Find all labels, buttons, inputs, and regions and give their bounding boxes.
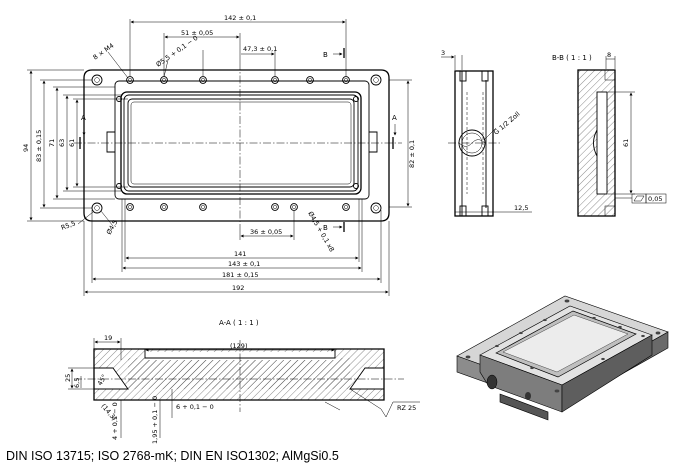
section-bb: B-B ( 1 : 1 ) 8 61 0,05 [552,51,667,217]
standards-footer: DIN ISO 13715; ISO 2768-mK; DIN EN ISO13… [6,449,339,463]
flatness-symbol [615,193,667,204]
section-a-label-right: A [392,114,397,122]
dim-142: 142 ± 0,1 [224,14,256,22]
dim-36: 36 ± 0,05 [250,228,282,236]
dim-25: 25 [64,374,72,382]
corner-hole [91,202,103,214]
thread-g-label: G 1/2 Zoll [492,110,522,137]
dim-1-95: 1,95 + 0,1 − 0 [151,396,159,444]
hole-dia-label: Ø5,5 + 0,1 − 0 [155,34,200,69]
flatness-value: 0,05 [648,195,662,203]
dim-6: 6 + 0,1 − 0 [176,403,214,411]
side-view: G 1/2 Zoll 3 12,5 [441,49,532,217]
section-aa-title: A-A ( 1 : 1 ) [219,319,259,327]
dim-129: (129) [230,342,247,350]
dim-82: 82 ± 0,1 [408,140,416,168]
dim-4: 4 + 0,1 − 0 [111,402,119,440]
dia-right-label: Ø4,5 + 0,1 x8 [306,210,336,253]
corner-hole [370,74,382,86]
dim-143: 143 ± 0,1 [228,260,260,268]
angle-45: 45° [96,373,109,387]
dim-61: 61 [68,139,76,147]
dim-47-3: 47,3 ± 0,1 [243,45,277,53]
dim-71: 71 [48,139,56,147]
section-b-label-bottom: B [323,224,328,232]
dim-6-5: 6,5 [73,378,81,388]
dim-83: 83 ± 0,15 [35,130,43,162]
dim-61-bb: 61 [622,139,630,147]
dim-19: 19 [104,334,112,342]
threaded-holes-top [126,76,350,84]
left-dimensions: 94 83 ± 0,15 71 63 61 [22,69,128,222]
section-bb-title: B-B ( 1 : 1 ) [552,54,592,62]
threaded-holes-bottom [126,203,350,211]
dim-141: 141 [234,250,246,258]
dim-12-5: 12,5 [514,204,528,212]
dim-51: 51 ± 0,05 [181,29,213,37]
dim-192: 192 [232,284,244,292]
dim-94: 94 [22,144,30,152]
front-view: A A B B 142 ± 0,1 51 ± 0,05 47,3 ± 0,1 Ø… [22,14,416,296]
dim-63: 63 [58,139,66,147]
section-a-label: A [81,114,86,122]
corner-hole [370,202,382,214]
thread-label: 8 × M4 [92,42,116,62]
dim-8: 8 [607,51,611,59]
isometric-view [456,295,669,421]
section-b-label: B [323,51,328,59]
corner-hole [91,74,103,86]
section-aa: A-A ( 1 : 1 ) 19 (129) 25 6,5 45° (14,3)… [64,319,420,444]
dim-181: 181 ± 0,15 [222,271,258,279]
roughness-label: RZ 25 [397,404,416,412]
dim-3: 3 [441,49,445,57]
